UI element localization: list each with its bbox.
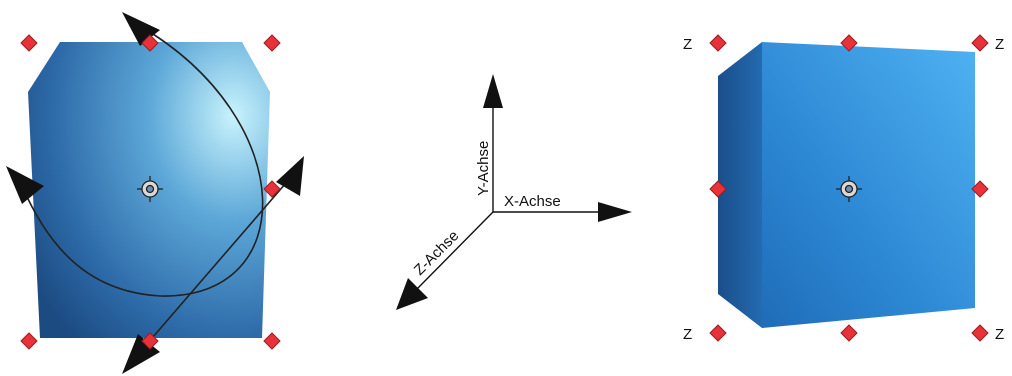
- y-axis-label: Y-Achse: [475, 141, 492, 196]
- rotation-curve-diagonal: [139, 175, 293, 353]
- z-label-top-left: Z: [683, 36, 692, 53]
- handle-middle-right-icon[interactable]: [263, 180, 281, 198]
- x-axis-label: X-Achse: [504, 193, 561, 210]
- right-cube-side[interactable]: [718, 42, 762, 328]
- handle-bottom-left-icon[interactable]: [709, 324, 727, 342]
- left-rotation-pivot-icon[interactable]: [137, 176, 163, 202]
- handle-bottom-center-icon[interactable]: [141, 332, 159, 350]
- handle-top-left-icon[interactable]: [20, 34, 38, 52]
- y-axis-arrowhead-icon: [483, 74, 503, 108]
- x-axis-arrowhead-icon: [598, 202, 632, 222]
- handle-top-left-icon[interactable]: [709, 34, 727, 52]
- handle-middle-right-icon[interactable]: [971, 180, 989, 198]
- rotation-curve-main: [21, 25, 264, 297]
- left-rotation-curves: [21, 25, 293, 353]
- handle-top-right-icon[interactable]: [971, 34, 989, 52]
- handle-bottom-center-icon[interactable]: [840, 324, 858, 342]
- z-label-bottom-left: Z: [683, 326, 692, 343]
- left-handles[interactable]: [20, 34, 281, 350]
- handle-bottom-right-icon[interactable]: [971, 324, 989, 342]
- right-rotation-pivot-icon[interactable]: [836, 176, 862, 202]
- handle-top-center-icon[interactable]: [141, 34, 159, 52]
- arrowhead-left-icon: [6, 166, 44, 204]
- handle-top-right-icon[interactable]: [263, 34, 281, 52]
- handle-top-center-icon[interactable]: [840, 34, 858, 52]
- handle-middle-left-icon[interactable]: [709, 180, 727, 198]
- handle-bottom-right-icon[interactable]: [263, 332, 281, 350]
- handle-bottom-left-icon[interactable]: [20, 332, 38, 350]
- z-handle-labels: Z Z Z Z: [683, 36, 1004, 343]
- right-rotating-cube[interactable]: [718, 42, 975, 328]
- z-axis-label: Z-Achse: [411, 227, 463, 279]
- z-axis-line: [415, 211, 494, 291]
- axes-diagram: X-Achse Y-Achse Z-Achse: [396, 74, 632, 310]
- z-label-bottom-right: Z: [995, 326, 1004, 343]
- right-handles[interactable]: [709, 34, 989, 342]
- z-axis-arrowhead-icon: [396, 278, 428, 310]
- z-label-top-right: Z: [995, 36, 1004, 53]
- arrowhead-right-icon: [276, 156, 304, 196]
- arrowhead-bottom-icon: [122, 334, 160, 374]
- right-cube-face[interactable]: [762, 42, 975, 328]
